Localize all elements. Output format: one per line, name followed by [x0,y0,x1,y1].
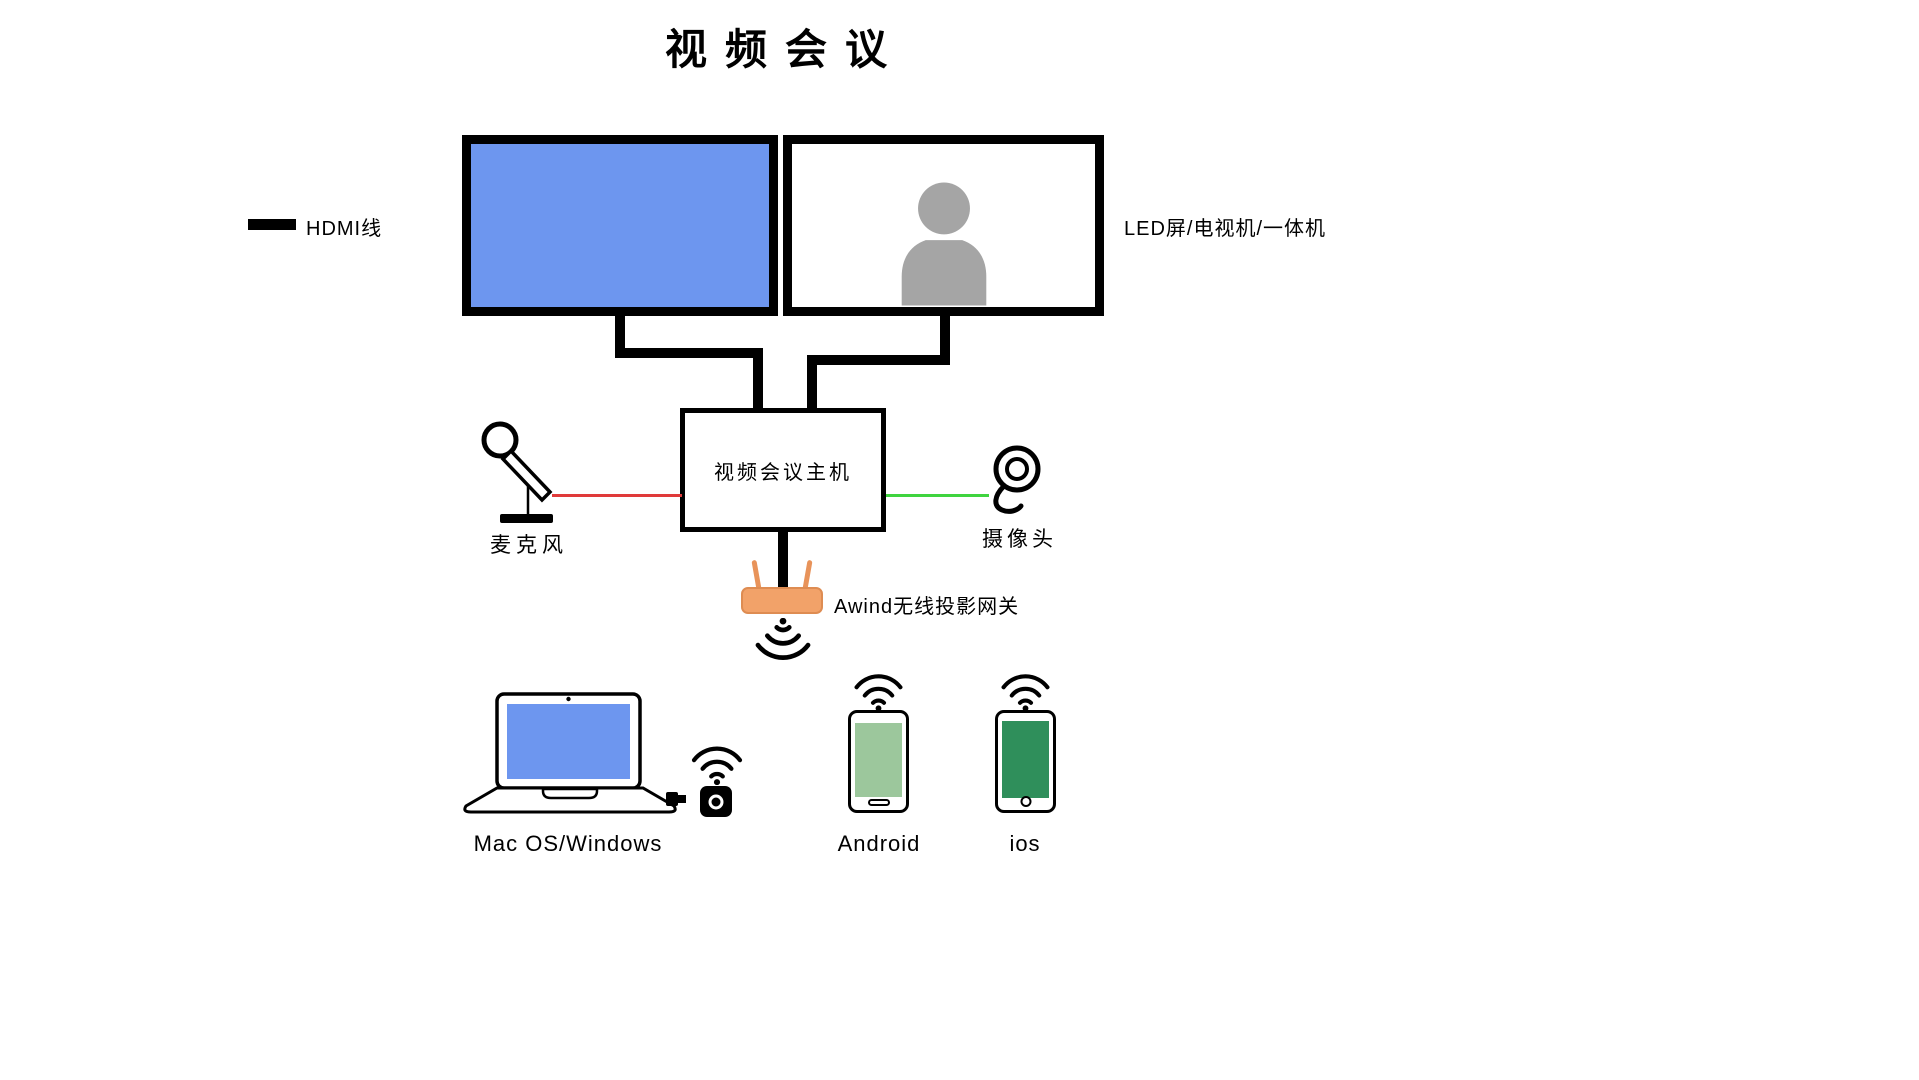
ios-phone-screen [1002,721,1049,798]
laptop-screen [507,704,630,779]
wireless-gateway-icon [741,559,823,614]
camera-cable [886,494,989,497]
dongle-wifi-icon [687,741,747,785]
gateway-label: Awind无线投影网关 [834,596,1020,618]
conference-host-box: 视频会议主机 [680,408,886,532]
android-wifi-icon [850,669,907,711]
router-body [741,587,823,614]
usb-plug-icon [666,792,678,806]
display-left-blue-screen [462,135,778,316]
android-home-button [867,799,890,806]
ios-wifi-icon [997,669,1054,711]
ios-home-button [1020,796,1031,807]
webcam-icon [993,445,1041,514]
ios-phone-icon [995,710,1056,813]
android-phone-icon [848,710,909,813]
laptop-icon [463,692,677,814]
hdmi-wire-right-into-host [807,355,817,410]
router-antenna-right [802,559,813,591]
webcam-label: 摄像头 [982,528,1057,551]
ios-label: ios [1009,831,1041,856]
hdmi-wire-left-into-host [753,348,763,410]
dongle-button-ring [708,794,724,809]
display-right-person-screen [783,135,1104,316]
laptop-camera-dot [566,696,571,702]
android-phone-screen [855,723,902,797]
person-silhouette-icon [901,182,986,306]
hdmi-wire-right-drop [940,313,950,365]
hdmi-legend-label: HDMI线 [306,218,383,240]
host-gateway-wire [778,530,788,592]
hdmi-line-swatch [248,219,296,230]
usb-plug-stem [678,795,686,803]
hdmi-wire-left-horizontal [615,348,763,358]
router-antenna-left [751,559,762,591]
diagram-title: 视频会议 [664,28,905,74]
microphone-icon [481,421,553,523]
hdmi-wire-right-horizontal [807,355,950,365]
conference-host-label: 视频会议主机 [714,461,852,484]
usb-dongle-icon [700,786,732,817]
microphone-label: 麦克风 [490,534,568,557]
android-label: Android [837,831,921,856]
hdmi-wire-left-drop [615,313,625,358]
mic-audio-cable [552,494,682,497]
wifi-broadcast-icon [751,618,815,666]
displays-label: LED屏/电视机/一体机 [1124,218,1327,240]
laptop-label: Mac OS/Windows [473,831,663,856]
